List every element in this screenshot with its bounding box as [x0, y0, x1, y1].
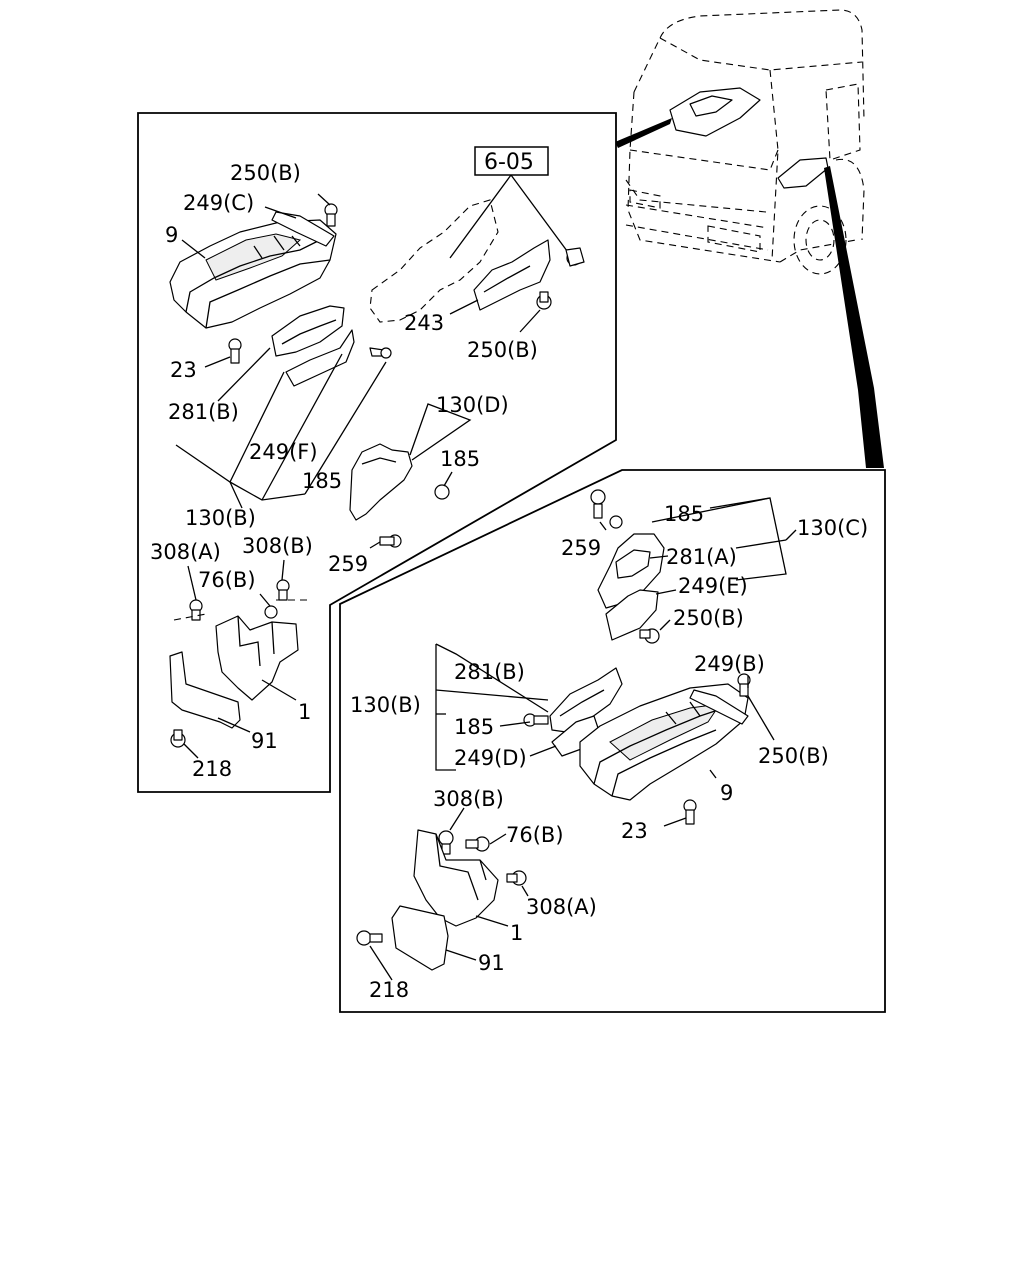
right-panel: 185 130(C) 259 281(A) 249(E) 250(B) 249(…	[339, 469, 886, 1013]
ref-box	[474, 146, 549, 176]
label-76b: 76(B)	[198, 568, 256, 592]
ref-box-label: 6-05	[484, 150, 534, 175]
label-249f: 249(F)	[249, 440, 318, 464]
label-281b-right: 281(B)	[454, 660, 525, 684]
label-23: 23	[170, 358, 197, 382]
label-250b-top: 250(B)	[230, 161, 301, 185]
label-9-right: 9	[720, 781, 733, 805]
label-1-right: 1	[510, 921, 523, 945]
label-308b: 308(B)	[242, 534, 313, 558]
label-218-right: 218	[369, 978, 409, 1002]
label-185-a: 185	[440, 447, 480, 471]
label-130b: 130(B)	[185, 506, 256, 530]
label-130b-right: 130(B)	[350, 693, 421, 717]
left-panel: 6-05	[137, 112, 617, 793]
label-218: 218	[192, 757, 232, 781]
label-185-mid: 185	[454, 715, 494, 739]
label-308a: 308(A)	[150, 540, 221, 564]
label-130c: 130(C)	[797, 516, 868, 540]
label-91: 91	[251, 729, 278, 753]
label-249e: 249(E)	[678, 574, 748, 598]
label-250b-a: 250(B)	[673, 606, 744, 630]
label-281a: 281(A)	[666, 545, 737, 569]
label-76b-right: 76(B)	[506, 823, 564, 847]
label-250b-b: 250(B)	[758, 744, 829, 768]
label-259: 259	[328, 552, 368, 576]
label-1: 1	[298, 700, 311, 724]
label-243: 243	[404, 311, 444, 335]
label-249c: 249(C)	[183, 191, 254, 215]
label-249b: 249(B)	[694, 652, 765, 676]
label-281b: 281(B)	[168, 400, 239, 424]
label-185-top: 185	[664, 502, 704, 526]
label-9: 9	[165, 223, 178, 247]
label-91-right: 91	[478, 951, 505, 975]
label-23-right: 23	[621, 819, 648, 843]
truck-cab-illustration	[615, 9, 884, 468]
label-308a-right: 308(A)	[526, 895, 597, 919]
label-259-right: 259	[561, 536, 601, 560]
label-249d: 249(D)	[454, 746, 527, 770]
label-250b-mid: 250(B)	[467, 338, 538, 362]
label-308b-right: 308(B)	[433, 787, 504, 811]
label-130d: 130(D)	[436, 393, 509, 417]
label-185-b: 185	[302, 469, 342, 493]
